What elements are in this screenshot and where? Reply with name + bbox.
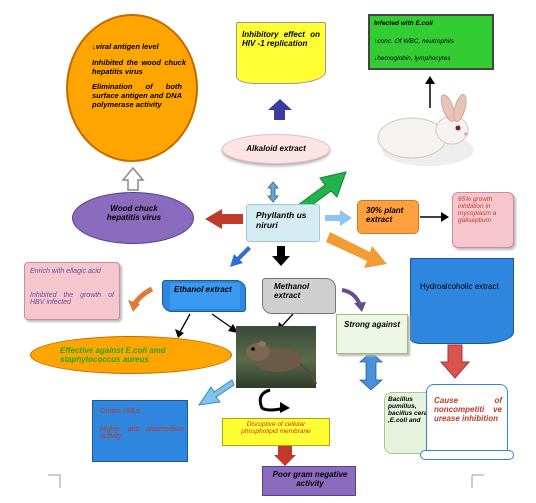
strong-box [336,314,408,354]
bacillus-label: Bacillus pumillus, bacillus ceraus ,E.co… [388,396,435,424]
arrow-ethanol-rat [211,313,238,333]
arrow-up-woodchuck [121,166,145,191]
arrow-curved-disruptive [258,388,290,413]
arrow-double-bacillus [358,351,384,391]
corner-marks [48,474,484,488]
urease-label: Cause of noncompetiti ve urease inhibiti… [434,396,502,423]
woodchuck-effects-circle [66,14,198,162]
ellagic-box [24,262,120,320]
alkaloid-label: Alkaloid extract [246,144,306,153]
callus-line-2: Higher anti plasmodium activity [100,426,184,440]
urease-scroll-roll [420,450,514,460]
callus-box [92,400,188,462]
disruptive-box [222,418,330,446]
arrow-up-hiv [268,99,292,120]
arrow-ethanol-ecoli [175,313,191,338]
arrow-red-gram [274,446,296,466]
ellagic-line-1: Enrich with ellagic acid [30,268,101,275]
arrow-blue-callus [197,379,235,406]
hiv-label: Inhibitory effect on HIV -1 replication [242,30,320,48]
arrow-blue-plant30 [325,210,352,226]
woodchuck-effect-1: ↓viral antigen level [92,42,159,51]
hydro-box [410,258,514,344]
woodchuck-effect-3: Elimination of both surface antigen and … [92,82,182,109]
arrow-double-alkaloid [267,181,279,203]
gram-label: Poor gram negative activity [272,470,348,488]
hydro-label: Hydroalcoholic extract [420,282,499,291]
alkaloid-ellipse [222,134,330,164]
center-label: Phyllanth us niruri [256,210,307,230]
center-box [246,204,320,242]
arrow-curved-ellagic [128,286,154,312]
strong-label: Strong against [344,320,401,329]
arrow-red-urease [439,344,471,379]
arrow-rabbit-ecoli [425,76,435,108]
disruptive-label: Disruptive of cellular phospholipid memb… [241,421,311,435]
gram-box [262,466,356,496]
ecoli-infection-box [368,14,494,70]
woodchuck-ellipse [72,192,194,244]
arrow-curved-strong [341,288,366,312]
ecoli-effect-ellipse [30,336,232,374]
ecoli-infection-3: ↓hemoglobin, lymphocytes [374,55,451,62]
methanol-scroll [262,278,336,314]
plant30-box [357,200,419,234]
arrow-orange-hydro [326,232,387,268]
callus-line-1: Grown callus [100,408,141,415]
arrow-red-woodchuck [205,209,243,229]
ecoli-infection-2: ↑conc. Of WBC, neutrophils [374,38,454,45]
plant30-label: 30% plant extract [366,206,404,224]
ecoli-infection-1: Infected with E.coli [374,20,433,27]
methanol-label: Methanol extract [274,282,310,300]
arrow-black-methanol [272,246,290,266]
woodchuck-label: Wood chuck hepatitis virus [106,204,162,222]
mycoplasma-box [452,192,514,248]
ethanol-inner [170,283,240,309]
woodchuck-effect-2: Inhibited the wood chuck hepatitis virus [92,58,186,76]
ecoli-effect-label: Effective against E.coli amd staphylococ… [60,346,166,364]
arrow-plant30-mycoplasma [420,212,449,222]
hiv-box [236,22,326,84]
ethanol-label: Ethanol extract [174,285,232,294]
arrow-blue-ethanol [230,246,251,267]
mycoplasma-label: 65% growth inhibition in mycoplasm a gal… [458,196,497,224]
ellagic-line-2: Inhibited the growth of HBV infected [30,292,114,306]
